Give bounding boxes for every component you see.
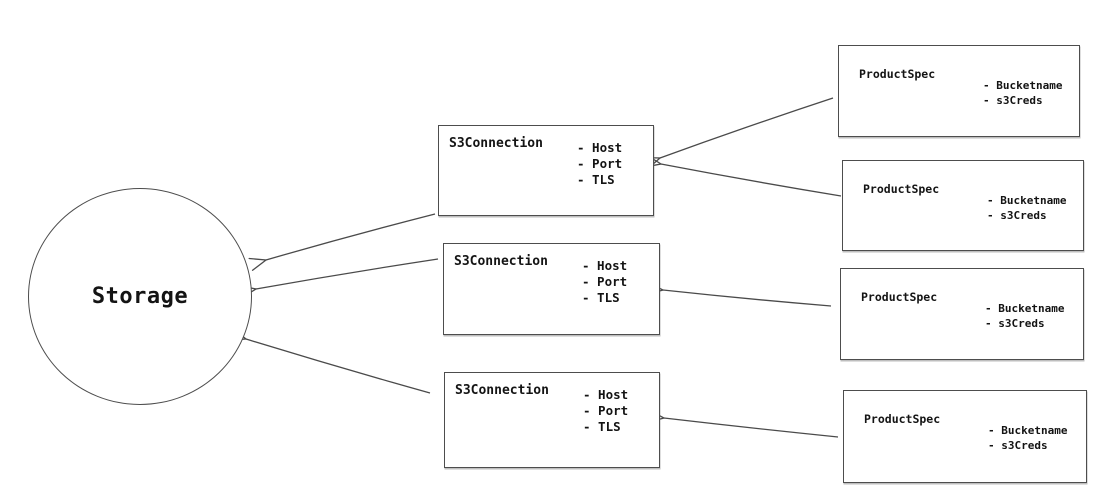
productspec-node-4: ProductSpec - Bucketname - s3Creds [843, 390, 1087, 483]
attribute: - Port [582, 274, 628, 289]
attribute: - Bucketname [987, 194, 1067, 207]
edge-productspec-1-to-s3connection-1 [642, 97, 834, 170]
attribute: - Bucketname [988, 424, 1068, 437]
node-title: S3Connection [454, 254, 548, 269]
attribute-list: - Host - Port - TLS [583, 387, 628, 435]
edge-productspec-3-to-s3connection-2 [646, 281, 832, 307]
attribute: - TLS [582, 290, 620, 305]
edge-productspec-2-to-s3connection-1 [643, 154, 842, 197]
storage-node-label: Storage [91, 284, 189, 309]
attribute: - Port [577, 156, 623, 171]
attribute: - Host [577, 140, 623, 155]
attribute: - TLS [583, 419, 621, 434]
attribute: - s3Creds [988, 439, 1048, 452]
attribute: - Bucketname [983, 79, 1063, 92]
node-title: ProductSpec [864, 412, 941, 426]
node-title: S3Connection [455, 383, 549, 398]
attribute: - Port [583, 403, 629, 418]
edge-s3connection-1-to-storage [248, 213, 436, 271]
node-title: S3Connection [449, 136, 543, 151]
attribute-list: - Bucketname - s3Creds [983, 78, 1062, 108]
productspec-node-3: ProductSpec - Bucketname - s3Creds [840, 268, 1084, 360]
node-title: ProductSpec [859, 67, 936, 81]
attribute-list: - Bucketname - s3Creds [987, 193, 1066, 223]
attribute: - s3Creds [987, 209, 1047, 222]
attribute: - Bucketname [985, 302, 1065, 315]
attribute-list: - Host - Port - TLS [577, 140, 622, 188]
s3connection-node-3: S3Connection - Host - Port - TLS [444, 372, 660, 468]
attribute: - s3Creds [983, 94, 1043, 107]
node-title: ProductSpec [863, 182, 940, 196]
storage-node: Storage [28, 188, 252, 405]
productspec-node-1: ProductSpec - Bucketname - s3Creds [838, 45, 1080, 137]
s3connection-node-2: S3Connection - Host - Port - TLS [443, 243, 660, 335]
attribute-list: - Bucketname - s3Creds [988, 423, 1067, 453]
attribute-list: - Host - Port - TLS [582, 258, 627, 306]
attribute: - Host [582, 258, 628, 273]
attribute: - Host [583, 387, 629, 402]
edge-s3connection-3-to-storage [228, 327, 431, 394]
productspec-node-2: ProductSpec - Bucketname - s3Creds [842, 160, 1084, 251]
edge-s3connection-2-to-storage [238, 258, 439, 299]
attribute: - s3Creds [985, 317, 1045, 330]
s3connection-node-1: S3Connection - Host - Port - TLS [438, 125, 654, 216]
node-title: ProductSpec [861, 290, 938, 304]
attribute: - TLS [577, 172, 615, 187]
attribute-list: - Bucketname - s3Creds [985, 301, 1064, 331]
edge-productspec-4-to-s3connection-3 [646, 409, 839, 438]
